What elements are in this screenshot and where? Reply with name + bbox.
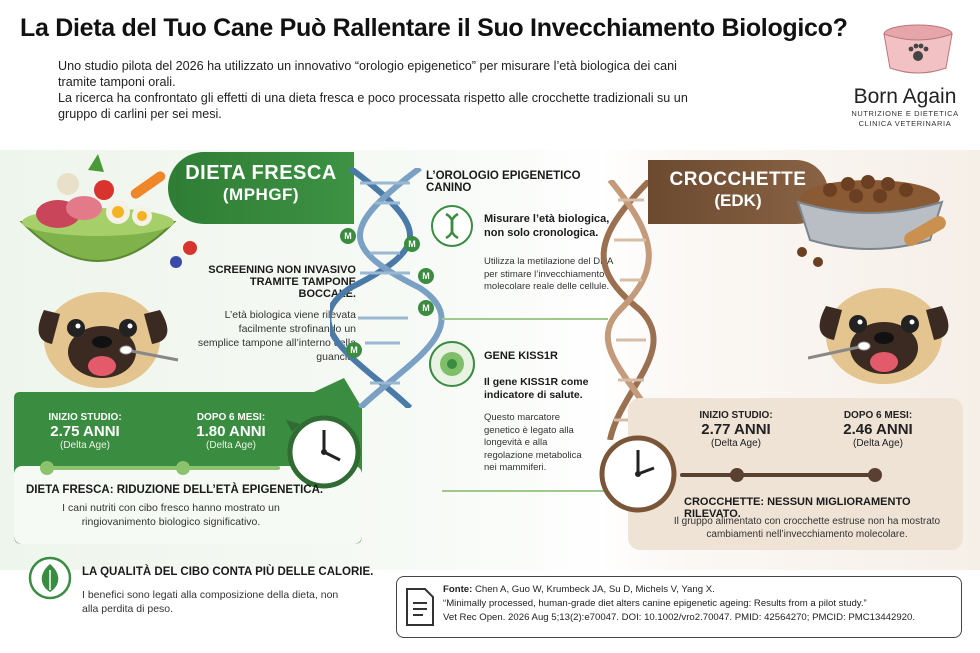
kibble-end: DOPO 6 MESI: 2.46 ANNI (Delta Age) (830, 410, 926, 449)
clock-icon (286, 415, 361, 489)
source-authors: Chen A, Guo W, Krumbeck JA, Su D, Michel… (474, 584, 715, 595)
source-box: Fonte: Chen A, Guo W, Krumbeck JA, Su D,… (396, 576, 962, 638)
kibble-end-sub: (Delta Age) (852, 438, 904, 449)
kibble-start: INIZIO STUDIO: 2.77 ANNI (Delta Age) (688, 410, 784, 449)
cell-icon (429, 341, 475, 387)
fresh-diet-banner: DIETA FRESCA (MPHGF) (168, 152, 354, 224)
brand-sub-1: NUTRIZIONE E DIETETICA (851, 109, 959, 118)
kibble-bowl-icon (796, 175, 946, 267)
dna-icon (431, 205, 473, 247)
kibble-timeline (680, 473, 880, 477)
fresh-result-title: DIETA FRESCA: RIDUZIONE DELL’ETÀ EPIGENE… (26, 484, 324, 496)
dna-helix-green-icon (330, 168, 445, 408)
methylation-mark: M (346, 342, 362, 358)
fresh-food-bowl-icon (19, 154, 197, 268)
measure-text: Utilizza la metilazione del DNA per stim… (484, 256, 613, 292)
fresh-end-value: 1.80 ANNI (196, 423, 266, 440)
source-label: Fonte: (443, 584, 473, 595)
source-text: Fonte: Chen A, Guo W, Krumbeck JA, Su D,… (443, 583, 953, 625)
fresh-start-value: 2.75 ANNI (50, 423, 120, 440)
page-title: La Dieta del Tuo Cane Può Rallentare il … (20, 14, 848, 42)
brand-sub-2: CLINICA VETERINARIA (858, 119, 952, 128)
gene-subtitle: Il gene KISS1R come indicatore di salute… (484, 376, 589, 401)
gene-text: Questo marcatore genetico è legato alla … (484, 412, 582, 473)
brand-logo: Born Again NUTRIZIONE E DIETETICA CLINIC… (840, 22, 970, 129)
pet-bowl-icon (882, 24, 953, 74)
methylation-mark: M (418, 268, 434, 284)
center-title-text: L’OROLOGIO EPIGENETICO CANINO (426, 170, 581, 194)
brand-name: Born Again (853, 85, 957, 108)
source-article: “Minimally processed, human-grade diet a… (443, 598, 867, 609)
fresh-title: DIETA FRESCA (185, 162, 337, 184)
kibble-start-sub: (Delta Age) (710, 438, 762, 449)
fresh-result: DIETA FRESCA: RIDUZIONE DELL’ETÀ EPIGENE… (26, 484, 346, 529)
screening-block: SCREENING NON INVASIVO TRAMITE TAMPONE B… (196, 264, 356, 364)
kibble-result-text: Il gruppo alimentato con crocchette estr… (673, 516, 941, 540)
fresh-end-sub: (Delta Age) (205, 440, 257, 451)
clock-icon (599, 435, 677, 513)
fresh-start-sub: (Delta Age) (59, 440, 111, 451)
divider (442, 318, 608, 320)
pug-dog-icon (808, 288, 949, 384)
screening-title-1: SCREENING NON INVASIVO (208, 264, 356, 276)
kibble-end-value: 2.46 ANNI (843, 421, 913, 438)
methylation-mark: M (404, 236, 420, 252)
fresh-timeline (40, 466, 280, 470)
kibble-timeline-end-dot (868, 468, 882, 482)
fresh-subtitle: (MPHGF) (222, 185, 300, 204)
fresh-start: INIZIO STUDIO: 2.75 ANNI (Delta Age) (40, 412, 130, 451)
document-icon (406, 588, 434, 626)
kibble-start-label: INIZIO STUDIO: (699, 410, 773, 421)
intro-paragraph-2: La ricerca ha confrontato gli effetti di… (58, 91, 688, 121)
kibble-timeline-start-dot (730, 468, 744, 482)
methylation-mark: M (418, 300, 434, 316)
measure-block: Misurare l’età biologica, non solo crono… (484, 212, 614, 240)
kibble-end-label: DOPO 6 MESI: (843, 410, 913, 421)
fresh-end: DOPO 6 MESI: 1.80 ANNI (Delta Age) (186, 412, 276, 451)
gene-title: GENE KISS1R (484, 350, 558, 362)
leaf-icon (28, 556, 72, 600)
divider (442, 490, 608, 492)
methylation-mark: M (340, 228, 356, 244)
kibble-diet-banner: CROCCHETTE (EDK) (648, 160, 828, 224)
fresh-start-label: INIZIO STUDIO: (48, 412, 122, 423)
kibble-result-title: CROCCHETTE: NESSUN MIGLIORAMENTO RILEVAT… (684, 496, 911, 520)
quality-title: LA QUALITÀ DEL CIBO CONTA PIÙ DELLE CALO… (82, 566, 374, 578)
fresh-timeline-end-dot (176, 461, 190, 475)
fresh-result-card-shape (14, 378, 362, 544)
kibble-title: CROCCHETTE (669, 169, 807, 190)
fresh-timeline-start-dot (40, 461, 54, 475)
pug-dog-icon (38, 292, 179, 388)
intro-paragraph-1: Uno studio pilota del 2026 ha utilizzato… (58, 59, 677, 89)
measure-title: Misurare l’età biologica, non solo crono… (484, 213, 610, 239)
kibble-start-value: 2.77 ANNI (701, 421, 771, 438)
fresh-end-label: DOPO 6 MESI: (196, 412, 266, 423)
dna-helix-brown-icon (600, 180, 663, 440)
quality-text: I benefici sono legati alla composizione… (82, 589, 339, 615)
intro-text: Uno studio pilota del 2026 ha utilizzato… (58, 58, 698, 122)
kibble-subtitle: (EDK) (714, 191, 762, 210)
fresh-result-text: I cani nutriti con cibo fresco hanno mos… (62, 502, 280, 528)
source-ref: Vet Rec Open. 2026 Aug 5;13(2):e70047. D… (443, 612, 915, 623)
screening-text: L’età biologica viene rilevata facilment… (197, 309, 356, 363)
